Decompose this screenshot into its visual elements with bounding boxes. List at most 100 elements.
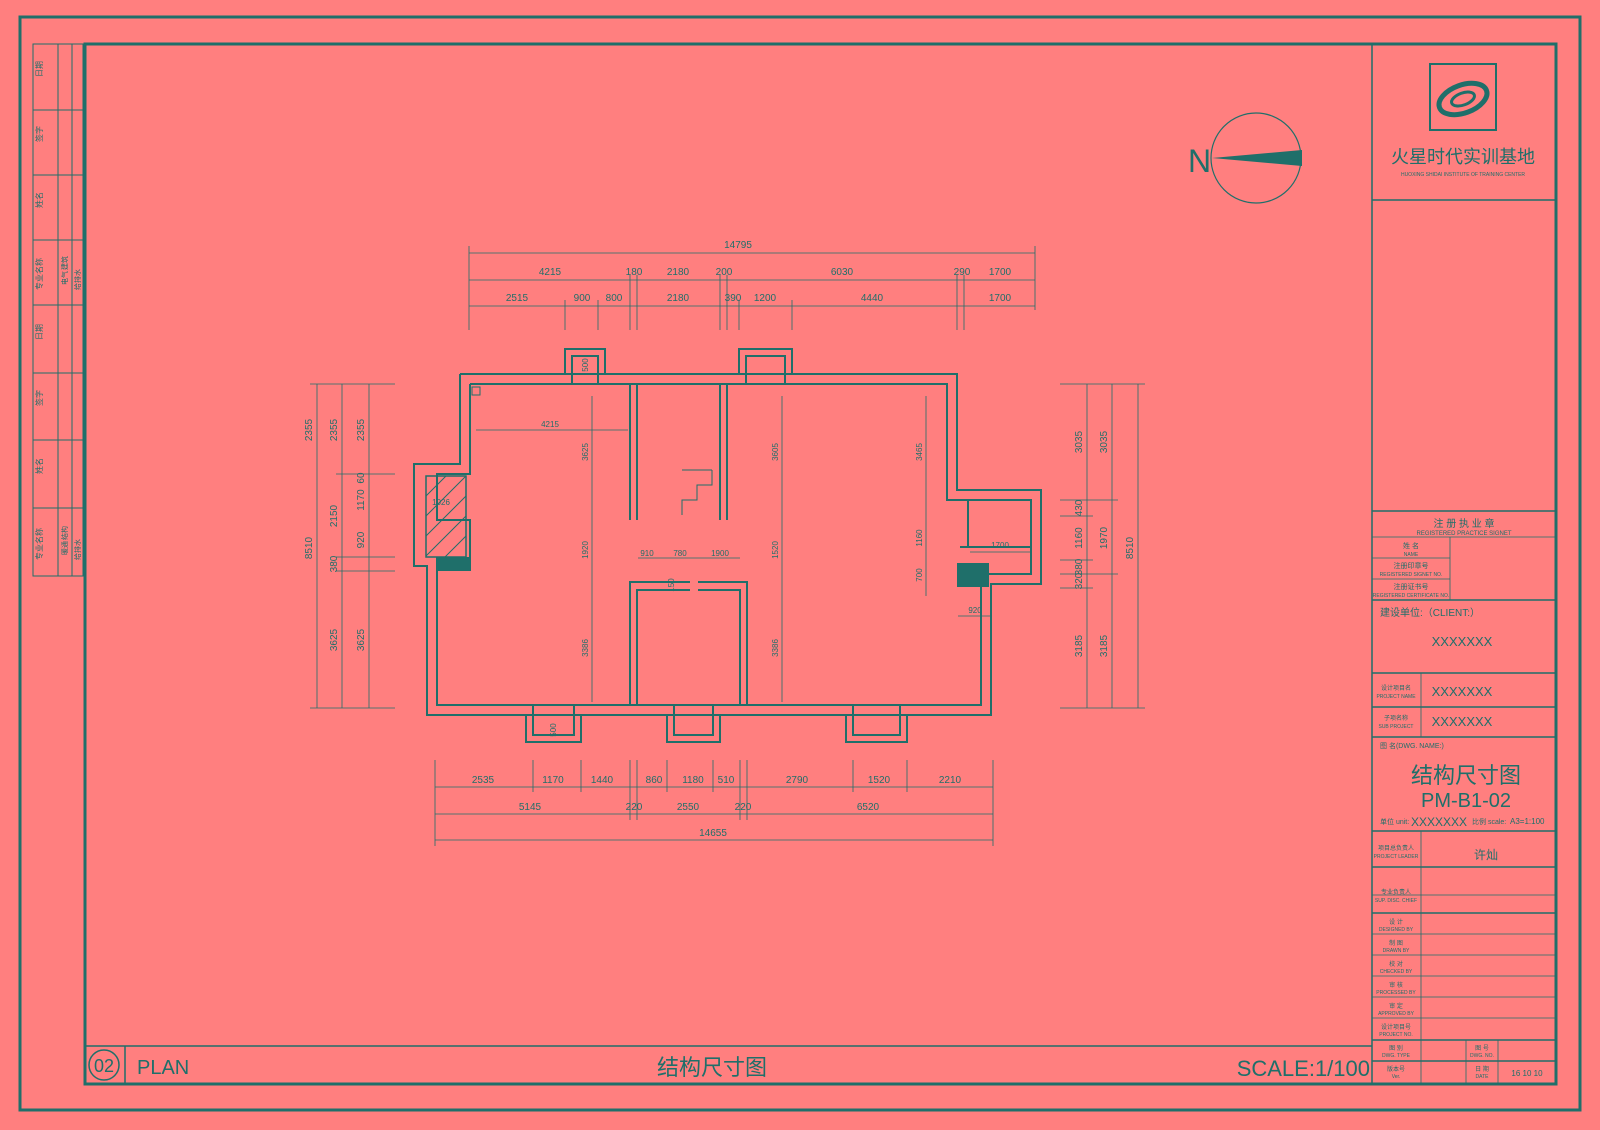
column-block: [957, 563, 989, 587]
leader-label-en: PROJECT LEADER: [1374, 854, 1419, 860]
dim-right: 3035: [1074, 430, 1085, 453]
view-number-circle: [88, 1049, 120, 1081]
sub-label: 子项名称: [1384, 714, 1408, 722]
ver-label: 版本号: [1387, 1065, 1405, 1073]
dwg-name-label: 图 名(DWG. NAME:): [1380, 741, 1444, 750]
dim-interior: 4215: [541, 420, 559, 429]
project-label: 设计项目名: [1381, 684, 1411, 692]
dim-left: 2150: [329, 504, 340, 527]
dim-bottom-2: 2550: [677, 802, 700, 813]
dim-left: 2355: [304, 418, 315, 441]
drawing-title: 结构尺寸图: [1411, 763, 1521, 788]
row-label: 校 对: [1389, 960, 1403, 968]
brand-name: 火星时代实训基地: [1391, 147, 1535, 167]
ver-label-en: Ver.: [1392, 1074, 1401, 1080]
dim-right: 380: [1074, 558, 1085, 575]
dim-bottom-1: 2210: [939, 775, 962, 786]
dim-right-total: 8510: [1125, 536, 1136, 559]
date-label: 日 期: [1475, 1065, 1489, 1073]
dim-top-1: 290: [954, 267, 971, 278]
name-label-en: NAME: [1404, 552, 1419, 558]
row-label: 设计项目号: [1381, 1023, 1411, 1031]
dim-top-1: 4215: [539, 267, 562, 278]
seal-title: 注 册 执 业 章: [1433, 517, 1494, 530]
leader-value: 许灿: [1474, 848, 1498, 862]
dim-interior: 1700: [991, 541, 1009, 550]
dim-top-2: 2180: [667, 293, 690, 304]
strip-role: 结构: [60, 526, 69, 540]
name-label: 姓 名: [1403, 541, 1419, 550]
dim-interior: 150: [667, 578, 676, 592]
dim-interior: 3386: [581, 639, 590, 657]
dim-interior: 1026: [432, 498, 450, 507]
dim-top-1: 2180: [667, 267, 690, 278]
row-label: 审 定: [1389, 1002, 1403, 1010]
dim-interior: 780: [673, 549, 687, 558]
unit-value: XXXXXXX: [1411, 815, 1467, 829]
sub-label-en: SUB PROJECT: [1378, 724, 1413, 730]
scale-value: A3=1:100: [1510, 817, 1545, 826]
dim-bottom-1: 1180: [682, 775, 704, 786]
type-label-en: DWG. TYPE: [1382, 1053, 1411, 1059]
dim-interior: 1920: [581, 541, 590, 559]
dim-top-1: 6030: [831, 267, 854, 278]
dim-interior: 910: [640, 549, 654, 558]
strip-label: 专业名称: [34, 258, 44, 290]
dim-interior: 1900: [711, 549, 729, 558]
dim-right: 3185: [1074, 634, 1085, 657]
dim-top-2: 800: [606, 293, 623, 304]
leader-label: 项目总负责人: [1378, 844, 1414, 852]
dim-left: 3625: [356, 628, 367, 651]
dim-top-2: 1700: [989, 293, 1012, 304]
dim-left: 1170: [356, 489, 367, 511]
type-label: 图 别: [1389, 1044, 1403, 1052]
row-label: 制 图: [1389, 939, 1403, 947]
dim-bottom-2: 220: [735, 802, 752, 813]
spec-label-en: SUP. DISC. CHIEF: [1375, 898, 1417, 904]
dim-bottom-2: 6520: [857, 802, 880, 813]
date-value: 16 10 10: [1511, 1069, 1543, 1078]
row-label-en: DRAWN BY: [1383, 948, 1410, 954]
dim-top-2: 1200: [754, 293, 777, 304]
dim-bottom-2: 220: [626, 802, 643, 813]
dim-top-1: 200: [716, 267, 733, 278]
dim-bottom-1: 510: [718, 775, 735, 786]
view-number: 02: [94, 1056, 114, 1076]
north-arrow-icon: [1212, 150, 1302, 166]
client-value: XXXXXXX: [1432, 634, 1493, 649]
strip-label: 专业名称: [34, 528, 44, 560]
dimension-lines: [310, 246, 1145, 846]
company-logo: 火星时代实训基地 HUOXING SHIDAI INSTITUTE OF TRA…: [1391, 63, 1535, 178]
row-label-en: APPROVED BY: [1378, 1011, 1415, 1017]
dim-top-2: 2515: [506, 293, 529, 304]
brand-name-en: HUOXING SHIDAI INSTITUTE OF TRAINING CEN…: [1401, 172, 1525, 178]
unit-label: 单位 unit:: [1380, 817, 1409, 826]
dim-top-2: 390: [725, 293, 742, 304]
dim-bottom-1: 1440: [591, 775, 614, 786]
no-label: 图 号: [1475, 1045, 1489, 1052]
dim-interior: 3386: [771, 639, 780, 657]
reg-label-en: REGISTERED SIGNET NO.: [1380, 572, 1443, 578]
strip-role: 建筑: [60, 256, 69, 270]
dim-bottom-2: 5145: [519, 802, 542, 813]
hatch-pattern: [425, 475, 467, 558]
title-block-text: 注 册 执 业 章 REGISTERED PRACTICE SIGNET 姓 名…: [1373, 517, 1545, 1080]
seal-title-en: REGISTERED PRACTICE SIGNET: [1416, 531, 1511, 537]
strip-label: 签字: [34, 390, 44, 406]
strip-role: 电气: [60, 271, 69, 285]
reg-label: 注册印章号: [1394, 561, 1429, 570]
dim-interior: 500: [581, 358, 590, 372]
dim-bottom-1: 2790: [786, 775, 809, 786]
row-label-en: PROJECT NO.: [1379, 1032, 1413, 1038]
dim-left: 380: [329, 555, 340, 572]
dim-left: 3625: [329, 628, 340, 651]
sub-value: XXXXXXX: [1432, 714, 1493, 729]
view-scale: SCALE:1/100: [1237, 1056, 1370, 1081]
dim-bottom-1: 1520: [868, 775, 891, 786]
dim-bottom-total: 14655: [699, 828, 727, 839]
dim-top-2: 4440: [861, 293, 884, 304]
project-label-en: PROJECT NAME: [1376, 694, 1416, 700]
cert-label-en: REGISTERED CERTIFICATE NO.: [1373, 593, 1450, 599]
dim-interior: 3465: [915, 443, 924, 461]
